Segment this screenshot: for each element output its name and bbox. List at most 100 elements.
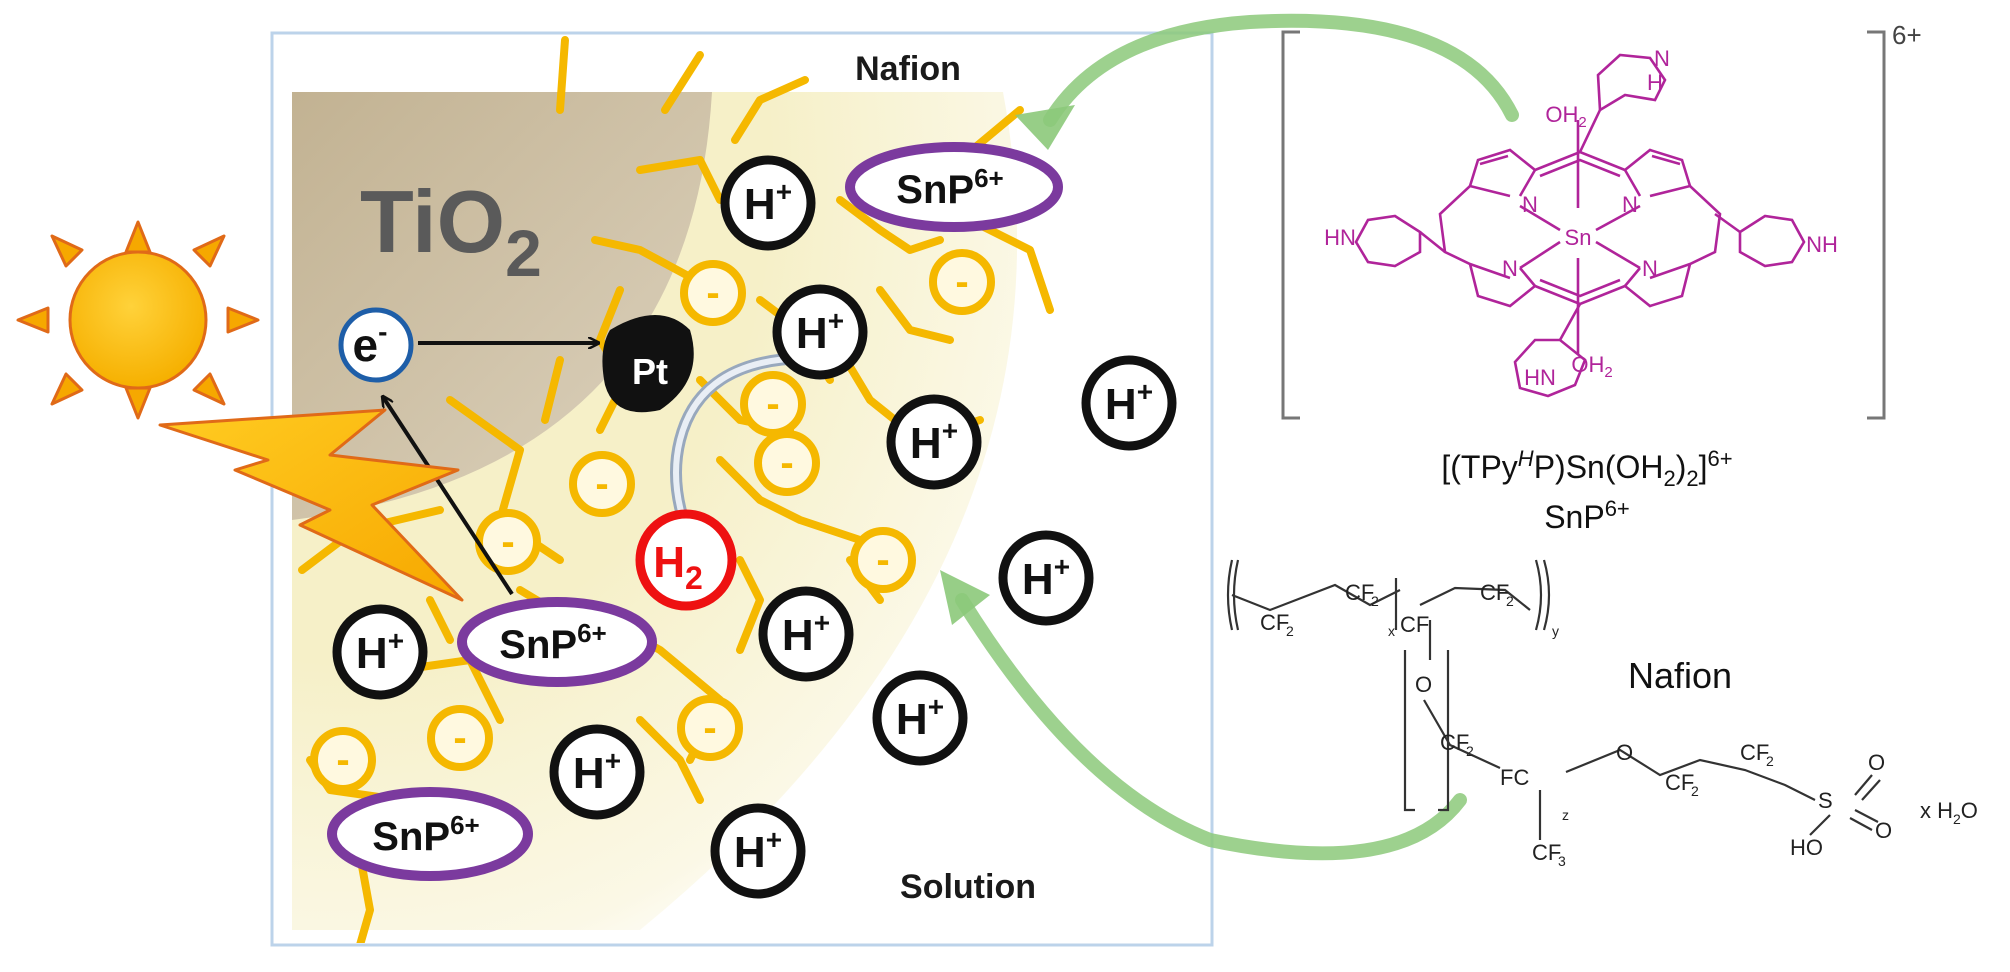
proton-4: H+ [1081,355,1177,451]
svg-text:O: O [1868,750,1885,775]
sulfonate-7: - [850,527,916,593]
excitation-arrow [383,397,514,596]
light-bolt-icon [158,408,464,602]
svg-text:-: - [453,716,466,760]
svg-text:HO: HO [1790,835,1823,860]
svg-text:NH: NH [1806,232,1838,257]
svg-text:CF: CF [1665,770,1694,795]
snp-formula: [(TPyHP)Sn(OH2)2]6+ [1441,446,1732,491]
arrow-to-nafion [955,593,1467,861]
snp-structure: 6+ [1281,20,1922,535]
tio2-label: TiO2 [360,172,542,290]
svg-text:-: - [501,520,514,564]
sulfonate-6: - [754,430,820,496]
sulfonate-10: - [677,695,743,761]
svg-text:2: 2 [1466,743,1474,759]
sulfonate-8: - [310,727,376,793]
svg-text:y: y [1552,623,1559,639]
svg-text:H+: H+ [744,176,792,229]
svg-text:H+: H+ [734,824,782,877]
svg-text:CF: CF [1740,740,1769,765]
svg-text:2: 2 [1506,593,1514,609]
svg-text:2: 2 [1766,753,1774,769]
svg-text:3: 3 [1558,853,1566,869]
proton-3: H+ [886,394,982,490]
svg-text:O: O [1616,740,1633,765]
svg-text:O: O [1415,672,1432,697]
svg-text:CF: CF [1532,840,1561,865]
svg-text:N: N [1522,192,1538,217]
svg-text:-: - [595,462,608,506]
sulfonate-4: - [569,451,635,517]
svg-text:-: - [955,260,968,304]
svg-text:-: - [780,441,793,485]
svg-text:HN: HN [1324,225,1356,250]
svg-text:H: H [1647,70,1663,95]
svg-text:-: - [706,271,719,315]
svg-text:SnP6+: SnP6+ [896,163,1003,212]
svg-text:SnP6+: SnP6+ [372,810,479,859]
svg-text:2: 2 [1371,593,1379,609]
svg-text:CF: CF [1400,612,1429,637]
svg-text:z: z [1562,807,1569,823]
svg-text:HN: HN [1524,365,1556,390]
proton-6: H+ [758,586,854,682]
svg-text:CF: CF [1480,580,1509,605]
proton-1: H+ [720,155,816,251]
svg-text:H2: H2 [653,538,703,596]
snp-dye-2: SnP6+ [457,597,657,687]
sulfonate-2: - [929,249,995,315]
sulfonate-groups: - - - - - - - - - - [310,249,995,793]
svg-text:OH2: OH2 [1545,102,1586,131]
svg-text:H+: H+ [896,691,944,744]
proton-10: H+ [710,803,806,899]
h2-molecule: H2 [635,509,737,611]
svg-text:H+: H+ [573,745,621,798]
svg-text:H+: H+ [782,607,830,660]
snp-dye-3: SnP6+ [327,787,533,881]
proton-5: H+ [998,530,1094,626]
proton-9: H+ [549,724,645,820]
svg-text:FC: FC [1500,765,1529,790]
svg-text:-: - [703,706,716,750]
svg-text:H+: H+ [1022,551,1070,604]
nafion-structure-label: Nafion [1628,655,1732,696]
svg-text:SnP6+: SnP6+ [499,618,606,667]
svg-text:2: 2 [1691,783,1699,799]
svg-text:H+: H+ [910,415,958,468]
nafion-region-label: Nafion [855,50,961,88]
tio2-particle [292,92,712,520]
snp-dye-1: SnP6+ [845,142,1063,232]
svg-text:N: N [1502,256,1518,281]
arrow-to-snp [1043,13,1519,127]
snp-charge: 6+ [1892,20,1922,50]
svg-text:CF: CF [1440,730,1469,755]
nafion-structure: CF2 CF2 CF x CF2 y O CF2 FC CF3 z O CF2 … [1226,559,1978,869]
electron: e- [338,307,414,383]
svg-text:CF: CF [1260,610,1289,635]
green-arrows [940,13,1519,861]
svg-text:N: N [1642,256,1658,281]
svg-text:-: - [336,738,349,782]
svg-text:H+: H+ [1105,376,1153,429]
proton-2: H+ [772,284,868,380]
svg-text:x H2O: x H2O [1920,798,1978,827]
svg-text:S: S [1818,788,1833,813]
svg-text:CF: CF [1345,580,1374,605]
svg-text:H+: H+ [796,305,844,358]
sun-icon [16,220,260,420]
sulfonate-5: - [475,509,541,575]
svg-text:O: O [1875,818,1892,843]
protons: H+ H+ H+ H+ H+ H+ H+ H+ H+ H+ [332,155,1177,899]
svg-text:N: N [1622,192,1638,217]
solution-region-label: Solution [900,868,1036,906]
sulfonate-3: - [740,371,806,437]
svg-text:OH2: OH2 [1571,352,1612,381]
svg-text:Pt: Pt [632,351,668,392]
svg-text:Sn: Sn [1565,225,1592,250]
svg-text:-: - [876,538,889,582]
pt-catalyst: Pt [602,315,694,413]
svg-text:x: x [1388,623,1395,639]
snp-short-name: SnP6+ [1544,496,1630,535]
